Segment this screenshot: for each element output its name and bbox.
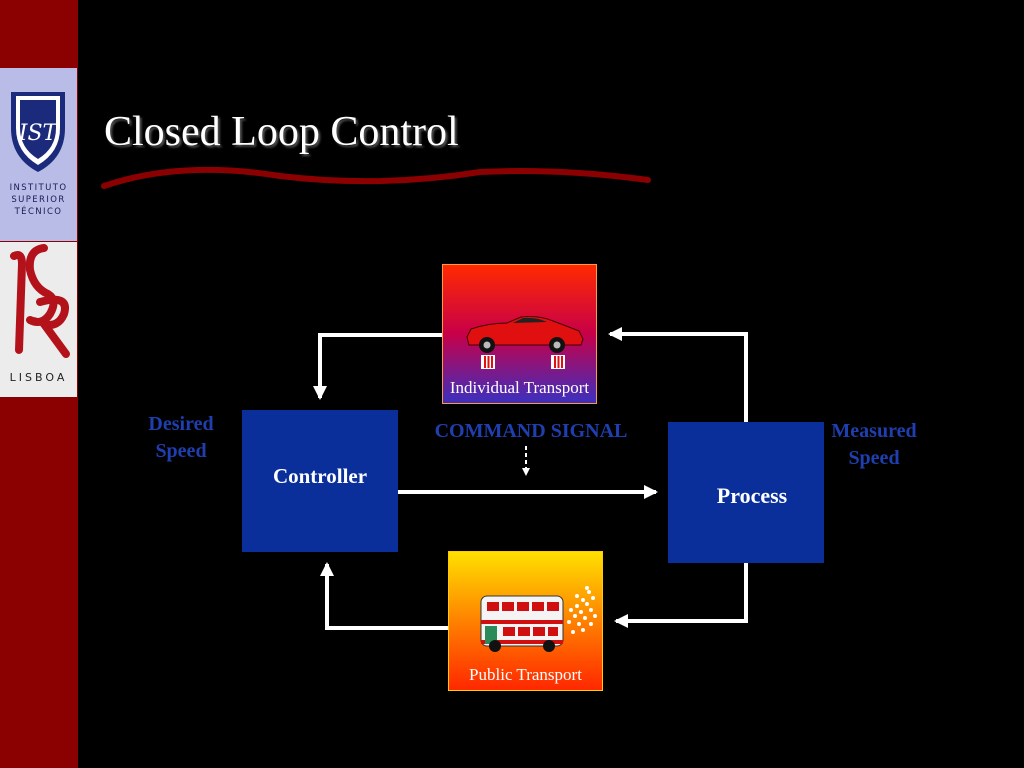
process-box: Process [668,422,824,563]
individual-transport-stand-right-icon [551,355,565,369]
individual-transport-stand-left-icon [481,355,495,369]
ist-logo: IST INSTITUTO SUPERIOR TÉCNICO [0,68,77,241]
desired-speed-label: Desired Speed [148,413,214,462]
connector-public-to-controller [320,562,448,630]
measured-speed-label: Measured Speed [831,420,917,469]
double-decker-bus-icon [480,586,597,652]
title-underline [101,166,651,189]
individual-transport-panel: Individual Transport [442,264,597,404]
individual-transport-label: Individual Transport [449,378,590,397]
controller-label: Controller [272,463,368,488]
isr-mark-icon [10,244,70,358]
connector-process-to-public [614,563,748,628]
command-signal-label: COMMAND SIGNAL [434,420,628,442]
public-transport-label: Public Transport [469,665,582,684]
process-label: Process [716,482,788,508]
svg-text:IST: IST [18,121,60,146]
isr-logo: LISBOA [0,242,77,397]
exhaust-cloud-icon [567,586,597,634]
isr-logo-text: LISBOA [9,371,68,384]
connector-individual-to-controller [313,333,442,400]
controller-box: Controller [242,410,398,552]
ist-shield-icon: IST [11,92,65,172]
public-transport-panel: Public Transport [448,551,603,691]
connector-process-to-individual [608,327,748,422]
slide-title: Closed Loop Control [104,109,459,155]
ist-logo-text: INSTITUTO SUPERIOR TÉCNICO [9,183,68,217]
sports-car-icon [466,316,584,369]
